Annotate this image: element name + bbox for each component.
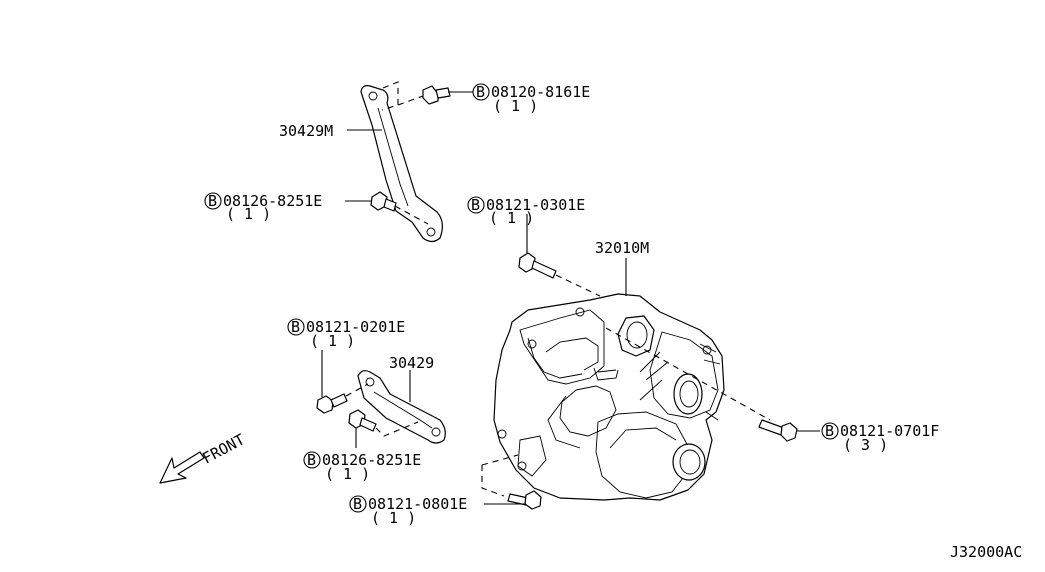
qty-08121-0201e: ( 1 ) <box>310 332 355 350</box>
bolt-08126-8251e-lower-icon[interactable] <box>348 409 377 432</box>
bracket-30429[interactable] <box>357 370 446 444</box>
transmission-32010m[interactable] <box>493 293 725 501</box>
drawing-code: J32000AC <box>950 543 1022 561</box>
front-label: FRONT <box>199 430 247 467</box>
bolt-08121-0801e-icon[interactable] <box>507 490 542 510</box>
label-30429m: 30429M <box>279 122 333 140</box>
qty-08126-8251e-upper: ( 1 ) <box>226 205 271 223</box>
bolt-08121-0201e-icon[interactable] <box>316 393 348 414</box>
leader-dash-b6 <box>481 454 519 497</box>
bolt-symbol-b2-icon <box>204 192 222 210</box>
bolt-symbol-b6-icon <box>349 495 367 513</box>
bolt-symbol-b4-icon <box>287 318 305 336</box>
bolt-symbol-b7-icon <box>821 422 839 440</box>
bolt-08121-0301e-icon[interactable] <box>518 252 557 279</box>
bolt-symbol-b6: B <box>353 495 362 513</box>
label-08120-8161e: 08120-8161E <box>491 83 590 101</box>
label-08121-0201e: 08121-0201E <box>306 318 405 336</box>
bolt-symbol-b7: B <box>825 422 834 440</box>
label-08126-8251e-lower: 08126-8251E <box>322 451 421 469</box>
label-08121-0701f: 08121-0701F <box>840 422 939 440</box>
qty-08121-0801e: ( 1 ) <box>371 509 416 527</box>
bolt-symbol-b3-icon <box>467 196 485 214</box>
qty-08121-0301e: ( 1 ) <box>489 209 534 227</box>
bolt-08120-8161e-icon[interactable] <box>422 85 451 105</box>
leader-dash-b5 <box>375 421 419 437</box>
qty-08126-8251e-lower: ( 1 ) <box>325 465 370 483</box>
label-08126-8251e-upper: 08126-8251E <box>223 192 322 210</box>
bolt-symbol-b4: B <box>291 318 300 336</box>
front-arrow-icon <box>159 451 205 484</box>
label-30429: 30429 <box>389 354 434 372</box>
qty-08120-8161e: ( 1 ) <box>493 97 538 115</box>
bracket-30429m[interactable] <box>360 85 443 243</box>
bolt-symbol-b5: B <box>307 451 316 469</box>
bolt-08121-0701f-icon[interactable] <box>758 419 798 442</box>
leader-dash-b3 <box>555 274 601 297</box>
leader-dash-30429m-top <box>381 81 424 111</box>
bolt-symbol-b2: B <box>208 192 217 210</box>
leader-dash-b7 <box>605 327 771 421</box>
bolt-symbol-b1: B <box>476 83 485 101</box>
qty-08121-0701f: ( 3 ) <box>843 436 888 454</box>
bolt-symbol-b1-icon <box>472 83 490 101</box>
label-08121-0301e: 08121-0301E <box>486 196 585 214</box>
bolt-symbol-b5-icon <box>303 451 321 469</box>
bolt-symbol-b3: B <box>471 196 480 214</box>
leader-dash-b4 <box>345 383 369 397</box>
label-08121-0801e: 08121-0801E <box>368 495 467 513</box>
bolt-08126-8251e-upper-icon[interactable] <box>370 191 397 212</box>
label-32010m: 32010M <box>595 239 649 257</box>
